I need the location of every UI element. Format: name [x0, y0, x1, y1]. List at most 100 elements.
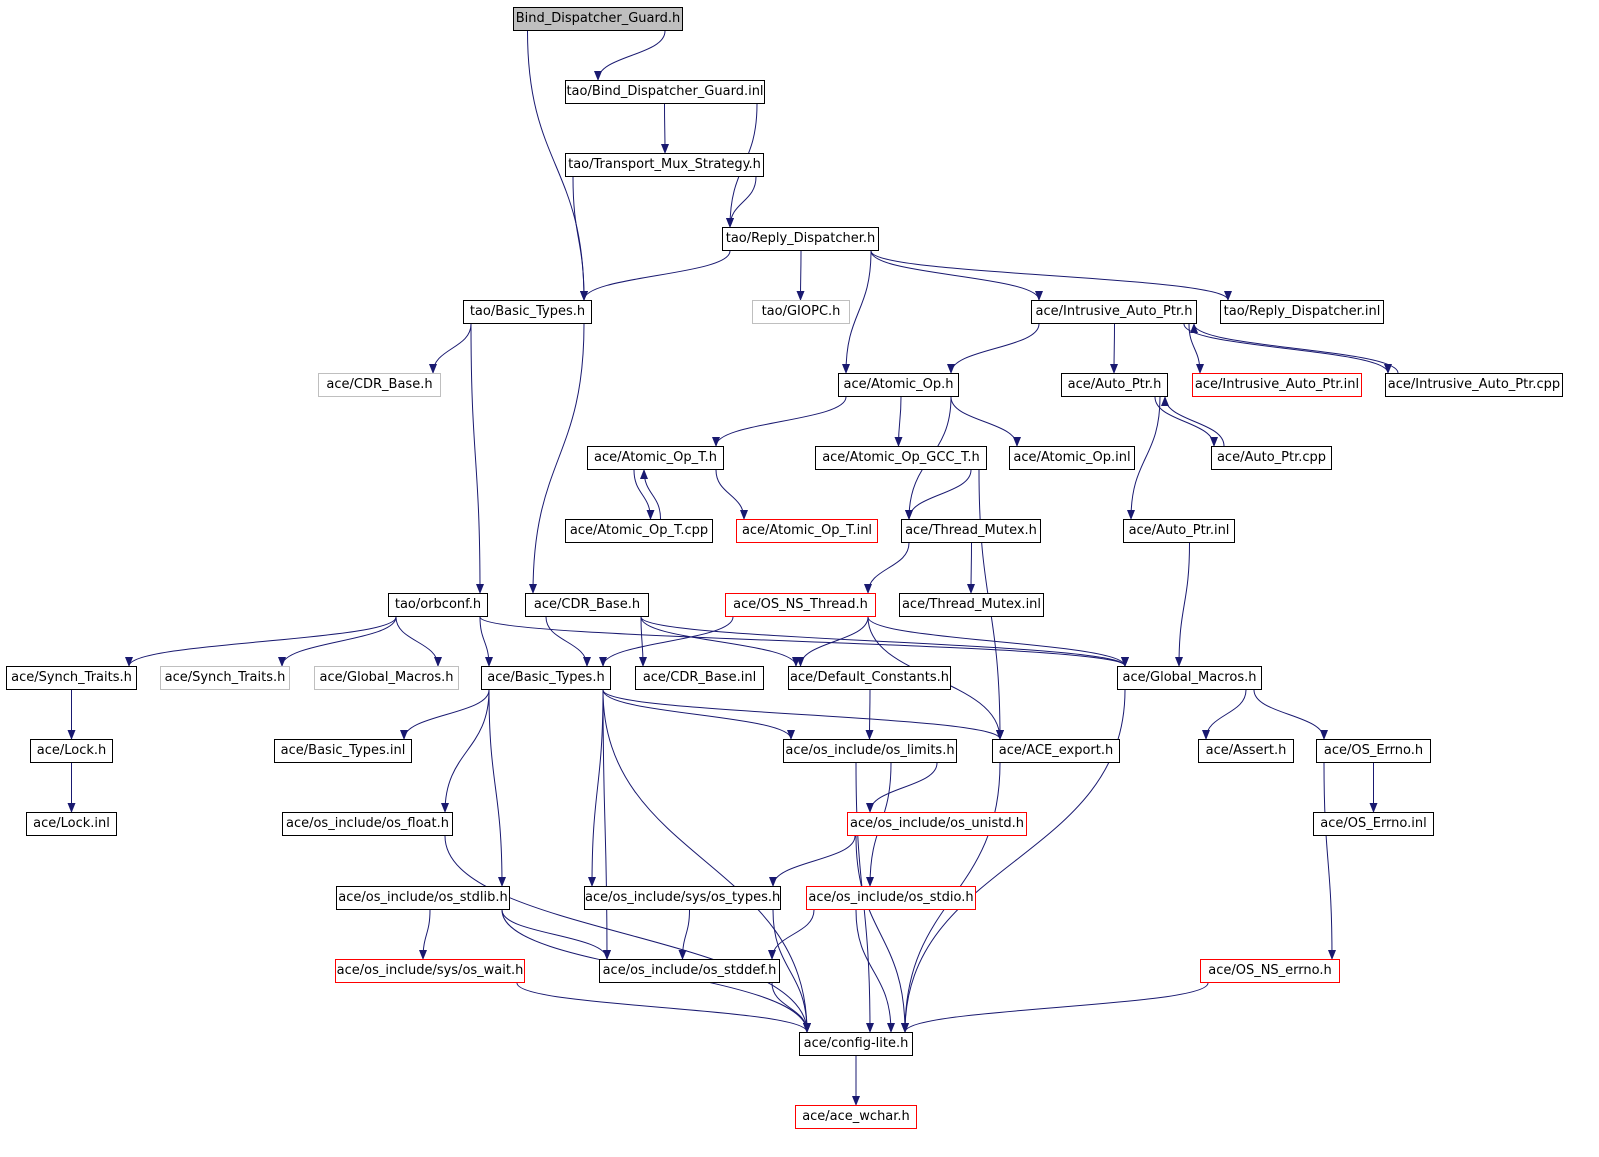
node-ace-lock-inl[interactable]: ace/Lock.inl	[26, 812, 117, 836]
node-ace-os-errno-h[interactable]: ace/OS_Errno.h	[1316, 739, 1431, 763]
edge-ace_os_include_os_stdio_h-to-ace_os_include_os_stddef_h	[768, 909, 815, 960]
edge-tao_basic_types_h-to-tao_orbconf_h	[470, 323, 484, 594]
node-ace-os-errno-inl[interactable]: ace/OS_Errno.inl	[1313, 812, 1434, 836]
edge-ace_os_include_sys_os_types_h-to-ace_config_lite_h	[772, 909, 811, 1033]
edge-tao_reply_dispatcher_h-to-ace_atomic_op_h	[842, 250, 872, 374]
edge-ace_cdr_base_h-to-ace_global_macros_h	[640, 616, 1129, 667]
edge-ace_os_include_os_unistd_h-to-ace_config_lite_h	[855, 835, 909, 1033]
edge-ace_os_include_os_stdio_h-to-ace_config_lite_h	[855, 909, 895, 1033]
node-tao-giopc-h[interactable]: tao/GIOPC.h	[752, 300, 850, 324]
edge-ace_atomic_op_t_cpp-to-ace_atomic_op_t_h	[640, 469, 661, 520]
edge-ace_basic_types_h-to-ace_ace_export_h	[602, 689, 1004, 740]
edge-ace_os_include_os_unistd_h-to-ace_os_include_sys_os_types_h	[769, 835, 856, 887]
edge-tao_basic_types_h-to-ace_cdr_base_h_grey	[429, 323, 472, 374]
edge-ace_basic_types_h-to-ace_os_include_os_float_h	[441, 689, 490, 813]
node-ace-auto-ptr-h[interactable]: ace/Auto_Ptr.h	[1061, 373, 1168, 397]
edge-ace_os_include_sys_os_wait_h-to-ace_config_lite_h	[516, 982, 811, 1033]
edge-ace_atomic_op_gcc_t_h-to-ace_thread_mutex_h	[905, 469, 972, 520]
edge-ace_os_ns_errno_h-to-ace_config_lite_h	[901, 982, 1209, 1033]
node-ace-os-include-os-stddef-h[interactable]: ace/os_include/os_stddef.h	[599, 959, 780, 983]
edge-tao_reply_dispatcher_h-to-tao_basic_types_h	[580, 250, 731, 301]
node-ace-intrusive-auto-ptr-h[interactable]: ace/Intrusive_Auto_Ptr.h	[1031, 300, 1197, 324]
edge-ace_thread_mutex_h-to-ace_thread_mutex_inl	[967, 542, 976, 594]
node-tao-basic-types-h[interactable]: tao/Basic_Types.h	[463, 300, 592, 324]
edge-ace_default_constants_h-to-ace_os_include_os_limits_h	[865, 689, 874, 740]
edge-ace_os_include_sys_os_types_h-to-ace_os_include_os_stddef_h	[678, 909, 690, 960]
node-ace-intrusive-auto-ptr-inl[interactable]: ace/Intrusive_Auto_Ptr.inl	[1192, 373, 1362, 397]
node-ace-os-include-os-limits-h[interactable]: ace/os_include/os_limits.h	[783, 739, 957, 763]
node-ace-os-include-os-stdlib-h[interactable]: ace/os_include/os_stdlib.h	[336, 886, 510, 910]
node-tao-bind-dispatcher-guard-inl[interactable]: tao/Bind_Dispatcher_Guard.inl	[565, 80, 765, 104]
node-ace-atomic-op-t-inl[interactable]: ace/Atomic_Op_T.inl	[736, 519, 878, 543]
node-ace-os-include-os-float-h[interactable]: ace/os_include/os_float.h	[282, 812, 453, 836]
node-ace-auto-ptr-inl[interactable]: ace/Auto_Ptr.inl	[1123, 519, 1235, 543]
node-ace-thread-mutex-h[interactable]: ace/Thread_Mutex.h	[901, 519, 1041, 543]
node-ace-basic-types-h[interactable]: ace/Basic_Types.h	[481, 666, 611, 690]
node-ace-synch-traits-h-external[interactable]: ace/Synch_Traits.h	[160, 666, 290, 690]
edge-ace_intrusive_auto_ptr_h-to-ace_intrusive_auto_ptr_inl	[1188, 323, 1204, 374]
node-ace-os-include-sys-os-wait-h[interactable]: ace/os_include/sys/os_wait.h	[335, 959, 525, 983]
node-ace-os-include-sys-os-types-h[interactable]: ace/os_include/sys/os_types.h	[584, 886, 781, 910]
node-ace-intrusive-auto-ptr-cpp[interactable]: ace/Intrusive_Auto_Ptr.cpp	[1385, 373, 1563, 397]
node-tao-transport-mux-strategy-h[interactable]: tao/Transport_Mux_Strategy.h	[565, 153, 764, 177]
node-ace-lock-h[interactable]: ace/Lock.h	[30, 739, 113, 763]
node-ace-os-include-os-unistd-h[interactable]: ace/os_include/os_unistd.h	[847, 812, 1027, 836]
edge-ace_os_include_os_limits_h-to-ace_os_include_os_unistd_h	[866, 762, 938, 813]
node-ace-cdr-base-inl[interactable]: ace/CDR_Base.inl	[635, 666, 764, 690]
node-ace-ace-export-h[interactable]: ace/ACE_export.h	[992, 739, 1120, 763]
node-ace-atomic-op-t-cpp[interactable]: ace/Atomic_Op_T.cpp	[565, 519, 713, 543]
node-ace-atomic-op-gcc-t-h[interactable]: ace/Atomic_Op_GCC_T.h	[815, 446, 987, 470]
node-ace-os-ns-errno-h[interactable]: ace/OS_NS_errno.h	[1200, 959, 1340, 983]
edge-tao_basic_types_h-to-ace_cdr_base_h	[529, 323, 585, 594]
edge-ace_atomic_op_h-to-ace_atomic_op_inl	[950, 396, 1021, 447]
edge-ace_auto_ptr_h-to-ace_auto_ptr_inl	[1127, 396, 1161, 520]
node-ace-os-ns-thread-h[interactable]: ace/OS_NS_Thread.h	[725, 593, 876, 617]
edge-tao_reply_dispatcher_h-to-tao_giopc_h	[796, 250, 805, 301]
edge-tao_bind_dispatcher_guard_inl-to-tao_transport_mux_strategy_h	[660, 103, 669, 154]
edge-ace_basic_types_h-to-ace_os_include_sys_os_types_h	[588, 689, 604, 887]
node-ace-thread-mutex-inl[interactable]: ace/Thread_Mutex.inl	[899, 593, 1044, 617]
edge-ace_os_include_os_float_h-to-ace_config_lite_h	[444, 835, 811, 1033]
edge-ace_os_include_os_stdlib_h-to-ace_os_include_sys_os_wait_h	[419, 909, 431, 960]
node-ace-auto-ptr-cpp[interactable]: ace/Auto_Ptr.cpp	[1211, 446, 1332, 470]
node-ace-global-macros-h-external[interactable]: ace/Global_Macros.h	[314, 666, 459, 690]
edge-ace_basic_types_h-to-ace_os_include_os_stddef_h	[602, 689, 611, 960]
edge-tao_transport_mux_strategy_h-to-tao_basic_types_h	[572, 176, 588, 301]
edge-ace_auto_ptr_h-to-ace_auto_ptr_cpp	[1154, 396, 1218, 447]
node-ace-config-lite-h[interactable]: ace/config-lite.h	[799, 1032, 913, 1056]
edge-ace_cdr_base_h-to-ace_basic_types_h	[545, 616, 591, 667]
edge-tao_transport_mux_strategy_h-to-tao_reply_dispatcher_h	[726, 176, 757, 228]
edge-bind_dispatcher_guard_h-to-tao_bind_dispatcher_guard_inl	[594, 30, 666, 81]
edge-ace_basic_types_h-to-ace_os_include_os_limits_h	[602, 689, 795, 740]
node-ace-synch-traits-h[interactable]: ace/Synch_Traits.h	[6, 666, 137, 690]
node-ace-atomic-op-h[interactable]: ace/Atomic_Op.h	[838, 373, 959, 397]
node-tao-reply-dispatcher-h[interactable]: tao/Reply_Dispatcher.h	[722, 227, 879, 251]
edge-tao_orbconf_h-to-ace_global_macros_h	[479, 616, 1129, 667]
edge-tao_orbconf_h-to-ace_basic_types_h	[479, 616, 493, 667]
node-ace-basic-types-inl[interactable]: ace/Basic_Types.inl	[274, 739, 412, 763]
node-ace-os-include-os-stdio-h[interactable]: ace/os_include/os_stdio.h	[806, 886, 976, 910]
node-ace-ace-wchar-h[interactable]: ace/ace_wchar.h	[795, 1105, 917, 1129]
node-ace-atomic-op-t-h[interactable]: ace/Atomic_Op_T.h	[587, 446, 724, 470]
node-bind-dispatcher-guard-h[interactable]: Bind_Dispatcher_Guard.h	[513, 7, 683, 31]
edge-ace_atomic_op_h-to-ace_atomic_op_t_h	[712, 396, 847, 447]
edge-tao_orbconf_h-to-ace_global_macros_h_grey	[395, 616, 442, 667]
edge-ace_os_ns_thread_h-to-ace_default_constants_h	[796, 616, 869, 667]
node-tao-reply-dispatcher-inl[interactable]: tao/Reply_Dispatcher.inl	[1220, 300, 1384, 324]
node-ace-atomic-op-inl[interactable]: ace/Atomic_Op.inl	[1009, 446, 1135, 470]
node-ace-cdr-base-h[interactable]: ace/CDR_Base.h	[525, 593, 649, 617]
edge-ace_basic_types_h-to-ace_config_lite_h	[602, 689, 811, 1033]
edge-ace_atomic_op_t_h-to-ace_atomic_op_t_inl	[715, 469, 748, 520]
node-ace-global-macros-h[interactable]: ace/Global_Macros.h	[1117, 666, 1262, 690]
edge-ace_basic_types_h-to-ace_basic_types_inl	[400, 689, 490, 740]
node-tao-orbconf-h[interactable]: tao/orbconf.h	[388, 593, 488, 617]
node-ace-assert-h[interactable]: ace/Assert.h	[1198, 739, 1294, 763]
edge-ace_os_include_os_stdlib_h-to-ace_os_include_os_stddef_h	[501, 909, 611, 960]
node-ace-cdr-base-h-external[interactable]: ace/CDR_Base.h	[318, 373, 441, 397]
node-ace-default-constants-h[interactable]: ace/Default_Constants.h	[788, 666, 951, 690]
edge-ace_atomic_op_t_h-to-ace_atomic_op_t_cpp	[633, 469, 655, 520]
edge-ace_atomic_op_h-to-ace_atomic_op_gcc_t_h	[894, 396, 903, 447]
edge-ace_cdr_base_h-to-ace_cdr_base_inl	[638, 616, 647, 667]
edge-ace_os_ns_thread_h-to-ace_basic_types_h	[599, 616, 734, 667]
